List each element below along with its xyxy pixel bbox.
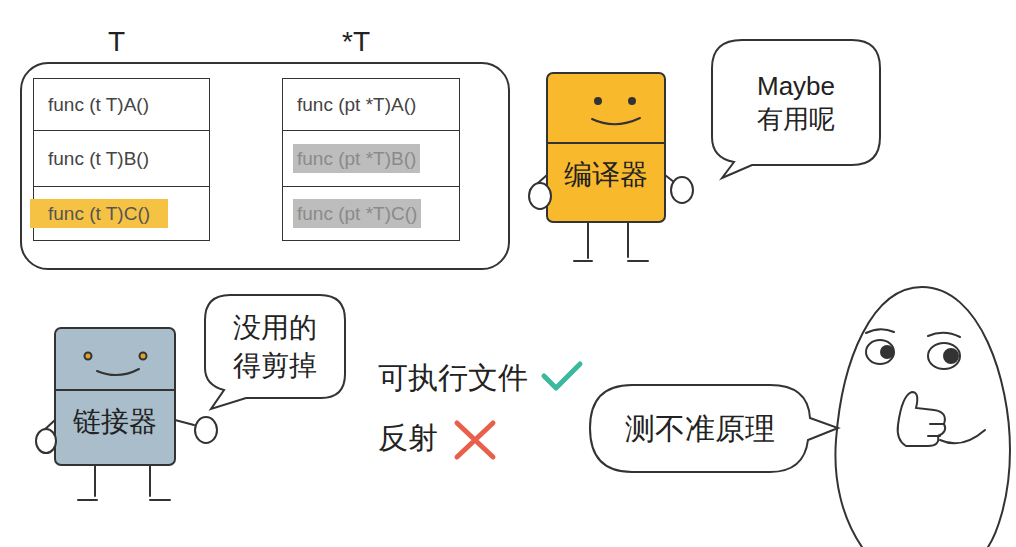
node-text: Maybe 有用呢 [744,70,848,135]
egg-figure [835,287,1010,547]
note-label: 反射 [378,418,438,459]
method-signature: func (pt *T)B() [293,144,420,174]
compiler-figure [529,73,693,261]
method-box: func (t T)A() [33,78,210,131]
note-label: 可执行文件 [378,358,528,399]
method-box: func (t T)C() [33,186,210,241]
speech-bubble-text: Maybe 有用呢 [712,40,880,165]
cross-mark [457,423,493,457]
method-box: func (pt *T)A() [282,78,460,131]
node-text: func (t T)B() [48,147,149,171]
linker-box: 链接器 [55,328,175,465]
speech-bubble-text: 没用的 得剪掉 [205,295,345,398]
container-box: T*Tfunc (t T)A()func (pt *T)A()func (t T… [20,62,510,270]
node-text: func (pt *T)A() [297,93,416,117]
compiler-box: 编译器 [547,73,665,222]
node-text: 测不准原理 [625,410,775,448]
method-box: func (pt *T)B() [282,130,460,187]
method-signature: func (pt *T)C() [293,199,421,229]
speech-bubble [590,385,838,472]
node-text: 没用的 得剪掉 [227,309,323,385]
linker-figure [36,328,217,500]
method-box: func (t T)B() [33,130,210,187]
speech-bubble [712,40,880,178]
method-box: func (pt *T)C() [282,186,460,241]
speech-bubble [205,295,345,409]
method-signature: func (t T)C() [30,199,168,229]
check-mark [544,364,580,388]
node-text: 编译器 [547,157,665,192]
node-text: func (t T)A() [48,93,149,117]
node-text: 链接器 [55,404,175,439]
node-text: T [108,24,125,59]
speech-bubble-text: 测不准原理 [590,385,810,472]
node-text: *T [342,24,370,59]
